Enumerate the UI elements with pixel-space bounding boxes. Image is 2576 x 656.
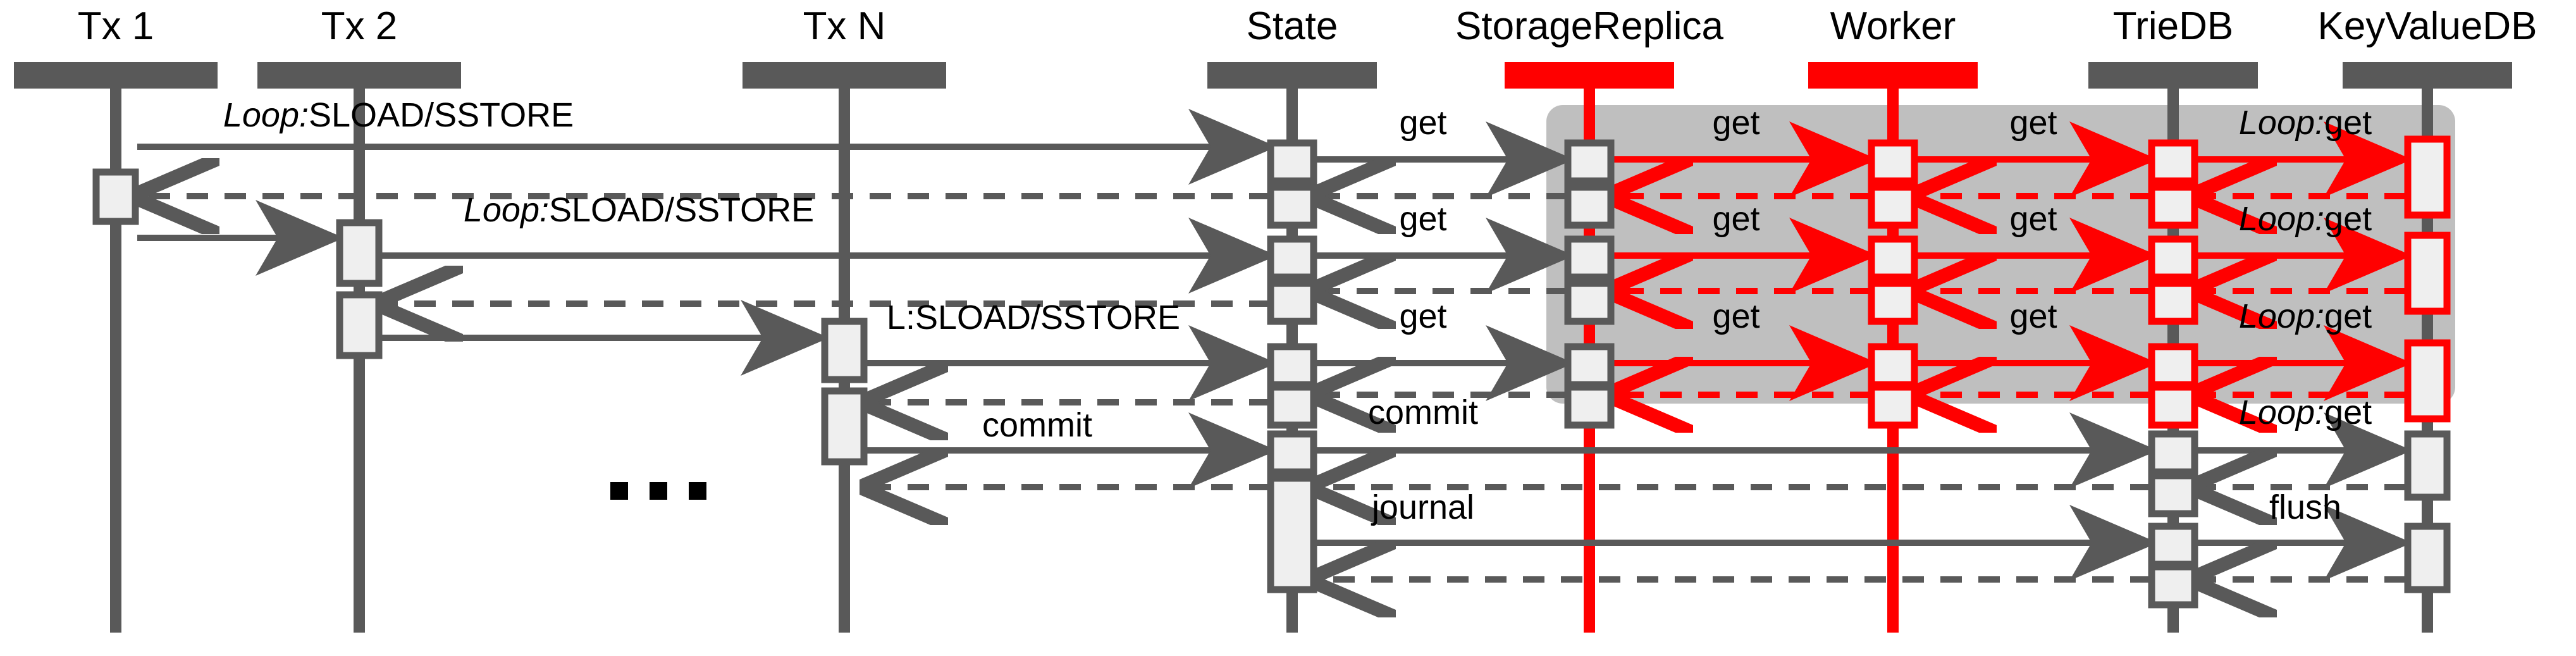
lifeline-head-worker[interactable] bbox=[1808, 62, 1978, 89]
activation-box-a-kv-5[interactable] bbox=[2404, 523, 2451, 593]
activation-box-a-td-5[interactable] bbox=[2148, 343, 2198, 388]
activation-box-a-st-8[interactable] bbox=[1267, 474, 1317, 593]
message-name: get bbox=[2324, 104, 2372, 142]
activation-box-a-st-1[interactable] bbox=[1267, 139, 1317, 185]
ellipsis-dot bbox=[689, 482, 706, 500]
activation-box-a-sr-3[interactable] bbox=[1564, 235, 1615, 281]
activation-box-a-td-8[interactable] bbox=[2148, 472, 2198, 517]
loop-keyword: Loop: bbox=[2239, 393, 2324, 431]
message-label-m3: Loop:SLOAD/SSTORE bbox=[464, 191, 814, 229]
lifeline-head-triedb[interactable] bbox=[2088, 62, 2258, 89]
lifeline-label-storage: StorageReplica bbox=[1455, 4, 1723, 48]
message-label-s1: get bbox=[1399, 104, 1446, 142]
activation-box-a-st-2[interactable] bbox=[1267, 183, 1317, 229]
activation-box-a-td-4[interactable] bbox=[2148, 280, 2198, 325]
message-label-s3: get bbox=[1399, 200, 1446, 238]
activation-box-a-kv-3[interactable] bbox=[2404, 339, 2451, 423]
activation-box-a-tx1-1[interactable] bbox=[92, 168, 139, 225]
message-label-k5: Loop:get bbox=[2239, 297, 2372, 335]
activation-box-a-st-4[interactable] bbox=[1267, 280, 1317, 325]
activation-box-a-wk-4[interactable] bbox=[1868, 280, 1918, 325]
activation-box-a-wk-6[interactable] bbox=[1868, 383, 1918, 429]
loop-keyword: Loop: bbox=[2239, 104, 2324, 142]
loop-keyword: Loop: bbox=[464, 191, 549, 229]
message-label-k1: Loop:get bbox=[2239, 104, 2372, 142]
activation-box-a-sr-2[interactable] bbox=[1564, 183, 1615, 229]
activation-box-a-td-6[interactable] bbox=[2148, 383, 2198, 429]
message-label-w3: get bbox=[1712, 200, 1759, 238]
activation-box-a-wk-3[interactable] bbox=[1868, 235, 1918, 281]
activation-box-a-wk-5[interactable] bbox=[1868, 343, 1918, 388]
message-label-k9: flush bbox=[2269, 488, 2341, 526]
activation-box-a-td-9[interactable] bbox=[2148, 523, 2198, 568]
loop-keyword: Loop: bbox=[223, 96, 309, 134]
message-label-t5: get bbox=[2009, 297, 2057, 335]
lifeline-head-state[interactable] bbox=[1207, 62, 1377, 89]
activation-box-a-td-2[interactable] bbox=[2148, 183, 2198, 229]
message-label-s7: commit bbox=[1368, 393, 1478, 431]
lifeline-head-txn[interactable] bbox=[743, 62, 946, 89]
lifeline-label-keyvalue: KeyValueDB bbox=[2318, 4, 2537, 48]
activation-box-a-td-3[interactable] bbox=[2148, 235, 2198, 281]
ellipsis-dot bbox=[650, 482, 667, 500]
lifeline-head-storage[interactable] bbox=[1505, 62, 1674, 89]
message-labels-group: Loop:SLOAD/SSTORELoop:SLOAD/SSTOREL:SLOA… bbox=[223, 96, 2372, 526]
message-label-t3: get bbox=[2009, 200, 2057, 238]
message-label-s9: journal bbox=[1371, 488, 1474, 526]
lifeline-head-keyvalue[interactable] bbox=[2343, 62, 2512, 89]
message-name: get bbox=[2324, 393, 2372, 431]
activation-box-a-st-6[interactable] bbox=[1267, 383, 1317, 429]
message-name: get bbox=[2324, 297, 2372, 335]
messages-group bbox=[137, 109, 2412, 579]
activations-group bbox=[92, 135, 2451, 609]
activation-box-a-wk-2[interactable] bbox=[1868, 183, 1918, 229]
activation-box-a-txn-1[interactable] bbox=[821, 318, 868, 383]
message-name: SLOAD/SSTORE bbox=[549, 191, 814, 229]
activation-box-a-st-3[interactable] bbox=[1267, 235, 1317, 281]
activation-box-a-sr-4[interactable] bbox=[1564, 280, 1615, 325]
loop-keyword: Loop: bbox=[2239, 200, 2324, 238]
ellipsis-group: ... bbox=[610, 482, 706, 500]
lifeline-headers-group: Tx 1 Tx 2 Tx N State StorageReplica Worker Tri… bbox=[78, 4, 2537, 48]
activation-box-a-st-5[interactable] bbox=[1267, 343, 1317, 388]
activation-box-a-txn-2[interactable] bbox=[821, 387, 868, 466]
lifeline-label-worker: Worker bbox=[1830, 4, 1956, 48]
activation-box-a-kv-2[interactable] bbox=[2404, 232, 2451, 315]
lifeline-head-tx1[interactable] bbox=[14, 62, 218, 89]
message-label-t1: get bbox=[2009, 104, 2057, 142]
lifeline-label-txn: Tx N bbox=[803, 4, 886, 48]
lifeline-head-tx2[interactable] bbox=[257, 62, 461, 89]
lifeline-label-tx2: Tx 2 bbox=[321, 4, 398, 48]
activation-box-a-kv-1[interactable] bbox=[2404, 135, 2451, 219]
message-label-m1: Loop:SLOAD/SSTORE bbox=[223, 96, 574, 134]
message-name: get bbox=[2324, 200, 2372, 238]
message-label-m9: commit bbox=[982, 406, 1092, 444]
message-label-k3: Loop:get bbox=[2239, 200, 2372, 238]
activation-box-a-td-7[interactable] bbox=[2148, 430, 2198, 476]
lifeline-label-triedb: TrieDB bbox=[2113, 4, 2234, 48]
activation-box-a-kv-4[interactable] bbox=[2404, 430, 2451, 501]
lifeline-label-state: State bbox=[1247, 4, 1338, 48]
message-label-s5: get bbox=[1399, 297, 1446, 335]
activation-box-a-tx2-2[interactable] bbox=[336, 291, 383, 359]
ellipsis-dot bbox=[610, 482, 628, 500]
message-label-m6: L:SLOAD/SSTORE bbox=[887, 299, 1180, 337]
activation-box-a-td-1[interactable] bbox=[2148, 139, 2198, 185]
message-label-w5: get bbox=[1712, 297, 1759, 335]
activation-box-a-sr-5[interactable] bbox=[1564, 343, 1615, 388]
message-name: SLOAD/SSTORE bbox=[309, 96, 574, 134]
loop-keyword: Loop: bbox=[2239, 297, 2324, 335]
message-label-w1: get bbox=[1712, 104, 1759, 142]
message-label-k7: Loop:get bbox=[2239, 393, 2372, 431]
activation-box-a-td-10[interactable] bbox=[2148, 563, 2198, 609]
lifeline-label-tx1: Tx 1 bbox=[78, 4, 154, 48]
activation-box-a-sr-6[interactable] bbox=[1564, 383, 1615, 429]
activation-box-a-sr-1[interactable] bbox=[1564, 139, 1615, 185]
activation-box-a-wk-1[interactable] bbox=[1868, 139, 1918, 185]
activation-box-a-tx2-1[interactable] bbox=[336, 219, 383, 287]
activation-box-a-st-7[interactable] bbox=[1267, 430, 1317, 476]
